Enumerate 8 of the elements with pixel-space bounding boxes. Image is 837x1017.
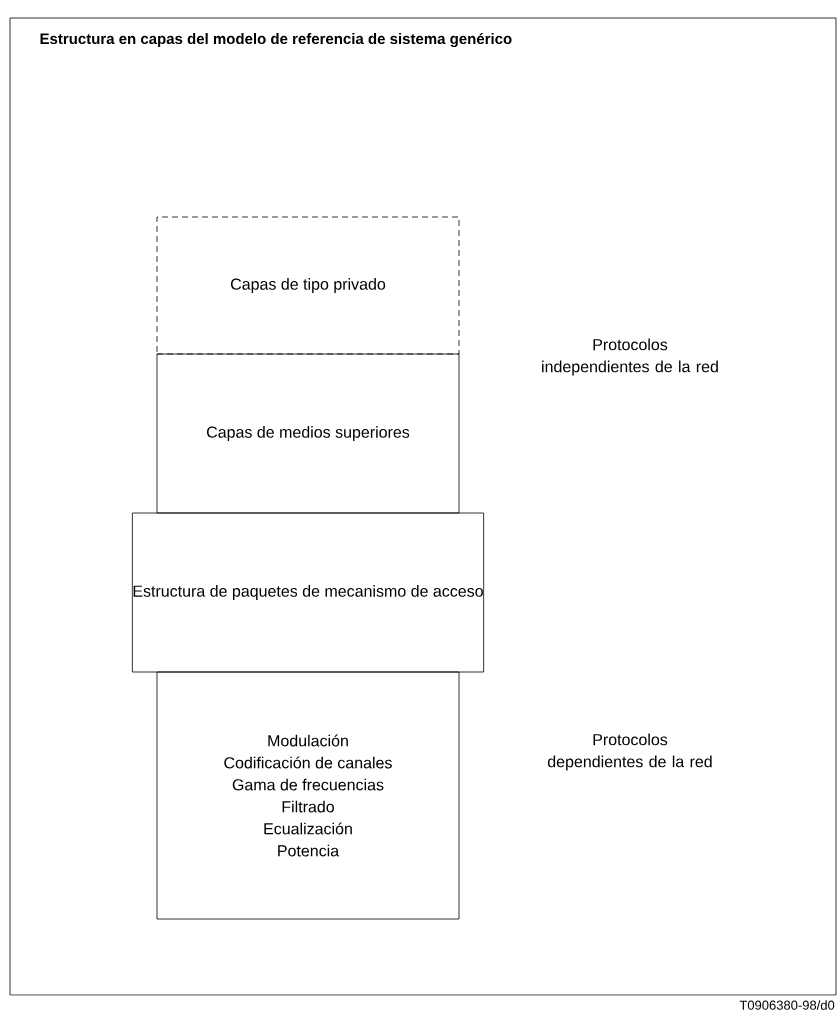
side-label: Protocolos dependientes de la red (547, 733, 712, 771)
layer-box: Capas de medios superiores (156, 353, 460, 514)
layer-box: Estructura de paquetes de mecanismo de acceso (131, 512, 485, 673)
layer-box: Modulación Codificación de canales Gama de frecuencias Filtrado Ecualización Potencia (156, 671, 460, 920)
side-label: Protocolos independientes de la red (542, 338, 718, 376)
layer-box: Capas de tipo privado (156, 216, 460, 355)
title: Estructura en capas del modelo de referencia de sistema genérico (40, 32, 512, 48)
figure-code: T0906380-98/d0 (739, 1000, 835, 1010)
